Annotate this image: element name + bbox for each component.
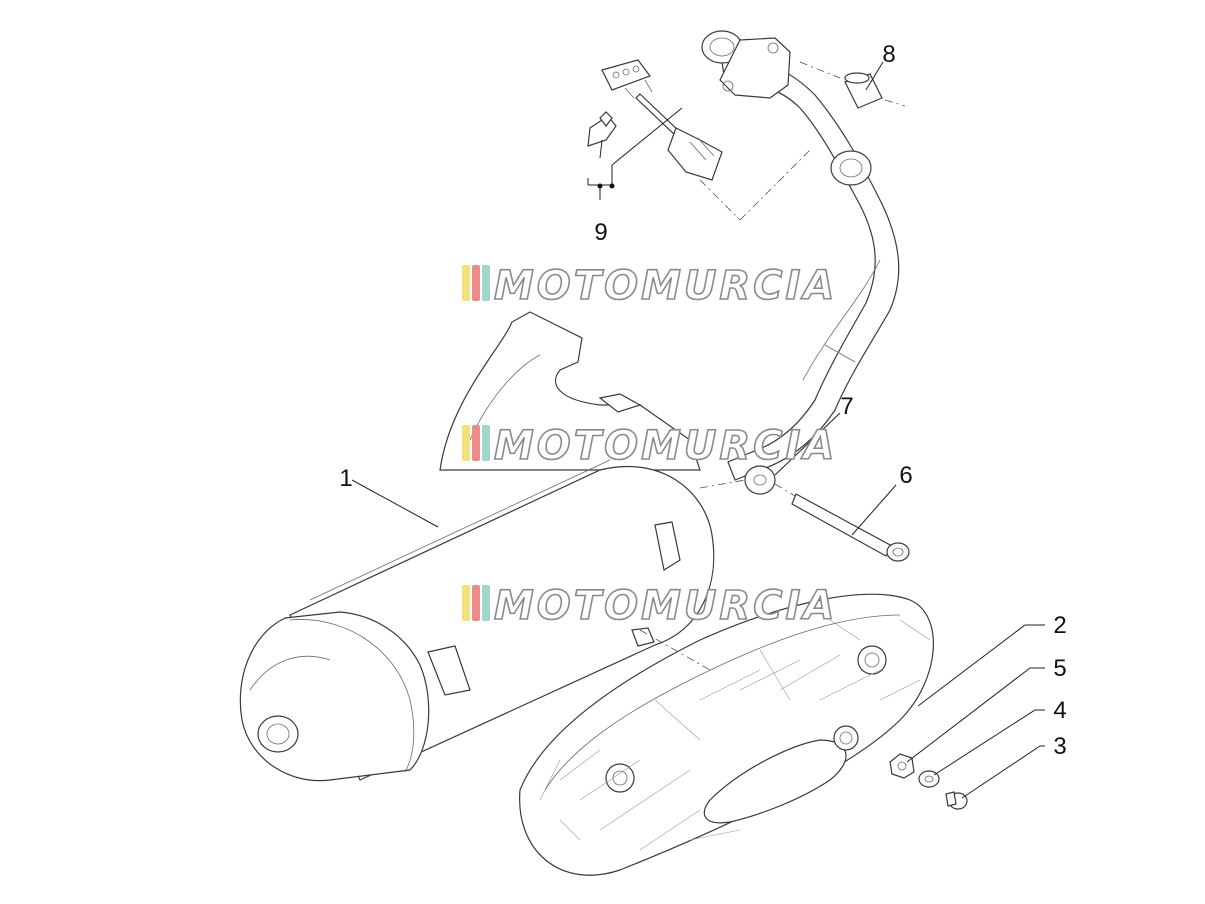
callout-1: 1 — [339, 465, 352, 492]
muffler-body — [239, 311, 715, 782]
watermark-3: MOTOMURCIA — [462, 582, 837, 630]
washer-nut-5 — [889, 753, 915, 779]
screw-3 — [945, 791, 968, 810]
callout-6: 6 — [899, 462, 912, 489]
assembly-line-8 — [799, 61, 906, 107]
assembly-line-9 — [699, 149, 811, 221]
callout-7: 7 — [840, 393, 853, 420]
watermark-text-2: MOTOMURCIA — [494, 423, 837, 469]
callout-9: 9 — [594, 219, 607, 246]
assembly-line-6 — [699, 479, 796, 497]
leader-lines — [351, 61, 1045, 799]
watermark-text-1: MOTOMURCIA — [494, 263, 837, 309]
sensor-clip — [587, 111, 617, 147]
bolt-6 — [791, 493, 910, 562]
lambda-sensor — [601, 59, 723, 181]
callout-5: 5 — [1053, 655, 1066, 682]
callout-3: 3 — [1053, 733, 1066, 760]
watermark-1: MOTOMURCIA — [462, 262, 837, 310]
washer-7 — [744, 465, 776, 495]
callout-4: 4 — [1053, 697, 1066, 724]
callout-8: 8 — [882, 41, 895, 68]
heat-shield — [519, 593, 934, 876]
exhaust-header-pipe — [701, 30, 900, 481]
watermark-2: MOTOMURCIA — [462, 422, 837, 470]
watermark-text-3: MOTOMURCIA — [494, 583, 837, 629]
assembly-line-2 — [639, 629, 711, 671]
gasket-sleeve — [844, 72, 883, 109]
callout-2: 2 — [1053, 612, 1066, 639]
